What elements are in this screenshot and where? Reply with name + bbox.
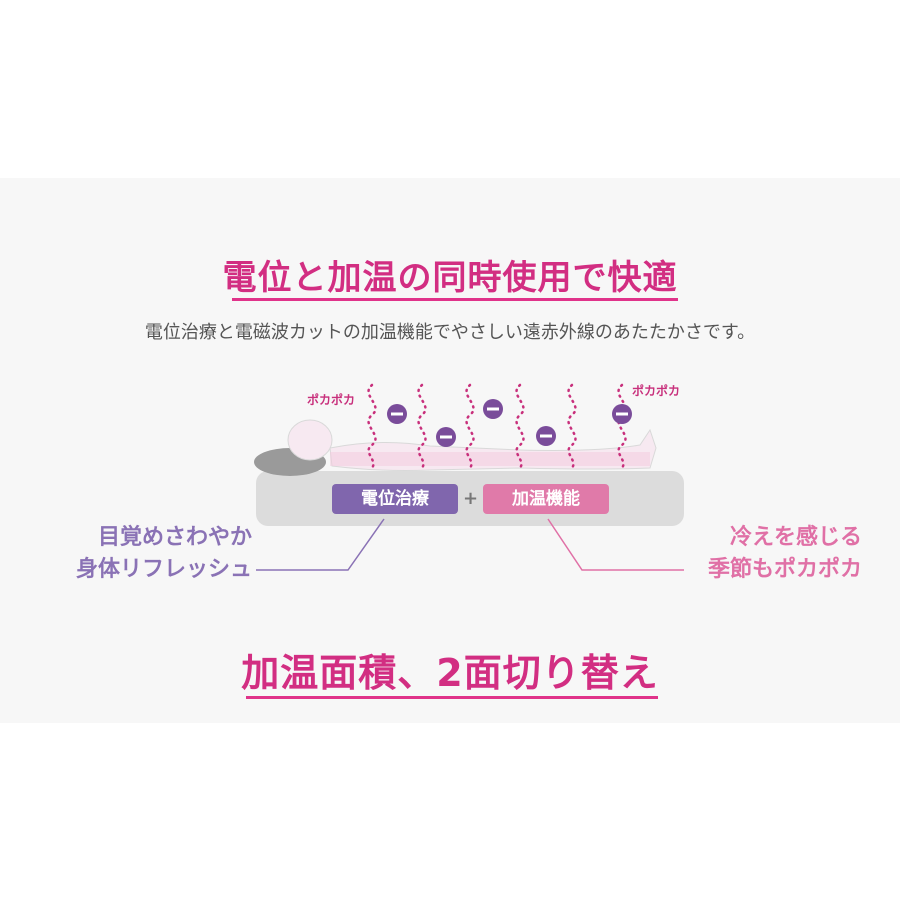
heading-bottom: 加温面積、2面切り替え: [241, 651, 659, 695]
label-right-line2: 季節もポカポカ: [707, 557, 862, 582]
label-left-line1: 目覚めさわやか: [97, 525, 252, 550]
heading-top-underline: [232, 298, 678, 301]
label-left: 目覚めさわやか 身体リフレッシュ: [56, 522, 252, 586]
plus-sign: +: [462, 488, 479, 509]
badge-heating-function: 加温機能: [483, 484, 609, 514]
pokapoka-left: ポカポカ: [307, 393, 356, 407]
minus-symbol-icon: [612, 404, 632, 424]
subtitle: 電位治療と電磁波カットの加温機能でやさしい遠赤外線のあたたかさです。: [144, 322, 756, 343]
wave-dotted-icon: [617, 383, 627, 470]
wave-dotted-icon: [367, 383, 377, 470]
wave-dotted-icon: [515, 383, 525, 470]
heading-bottom-underline: [246, 696, 658, 699]
label-right-line1: 冷えを感じる: [729, 525, 862, 550]
minus-symbol-icon: [436, 427, 456, 447]
leader-line-right: [547, 518, 684, 571]
minus-symbol-icon: [536, 426, 556, 446]
minus-symbol-icon: [387, 404, 407, 424]
label-left-line2: 身体リフレッシュ: [75, 557, 252, 582]
label-right: 冷えを感じる 季節もポカポカ: [662, 522, 862, 586]
heading-top: 電位と加温の同時使用で快適: [222, 258, 678, 298]
badge-potential-therapy: 電位治療: [332, 484, 458, 514]
wave-dotted-icon: [567, 383, 577, 470]
minus-symbol-icon: [483, 399, 503, 419]
pokapoka-right: ポカポカ: [632, 384, 681, 398]
wave-dotted-icon: [417, 383, 427, 470]
wave-dotted-icon: [465, 383, 475, 470]
leader-line-left: [256, 518, 385, 571]
